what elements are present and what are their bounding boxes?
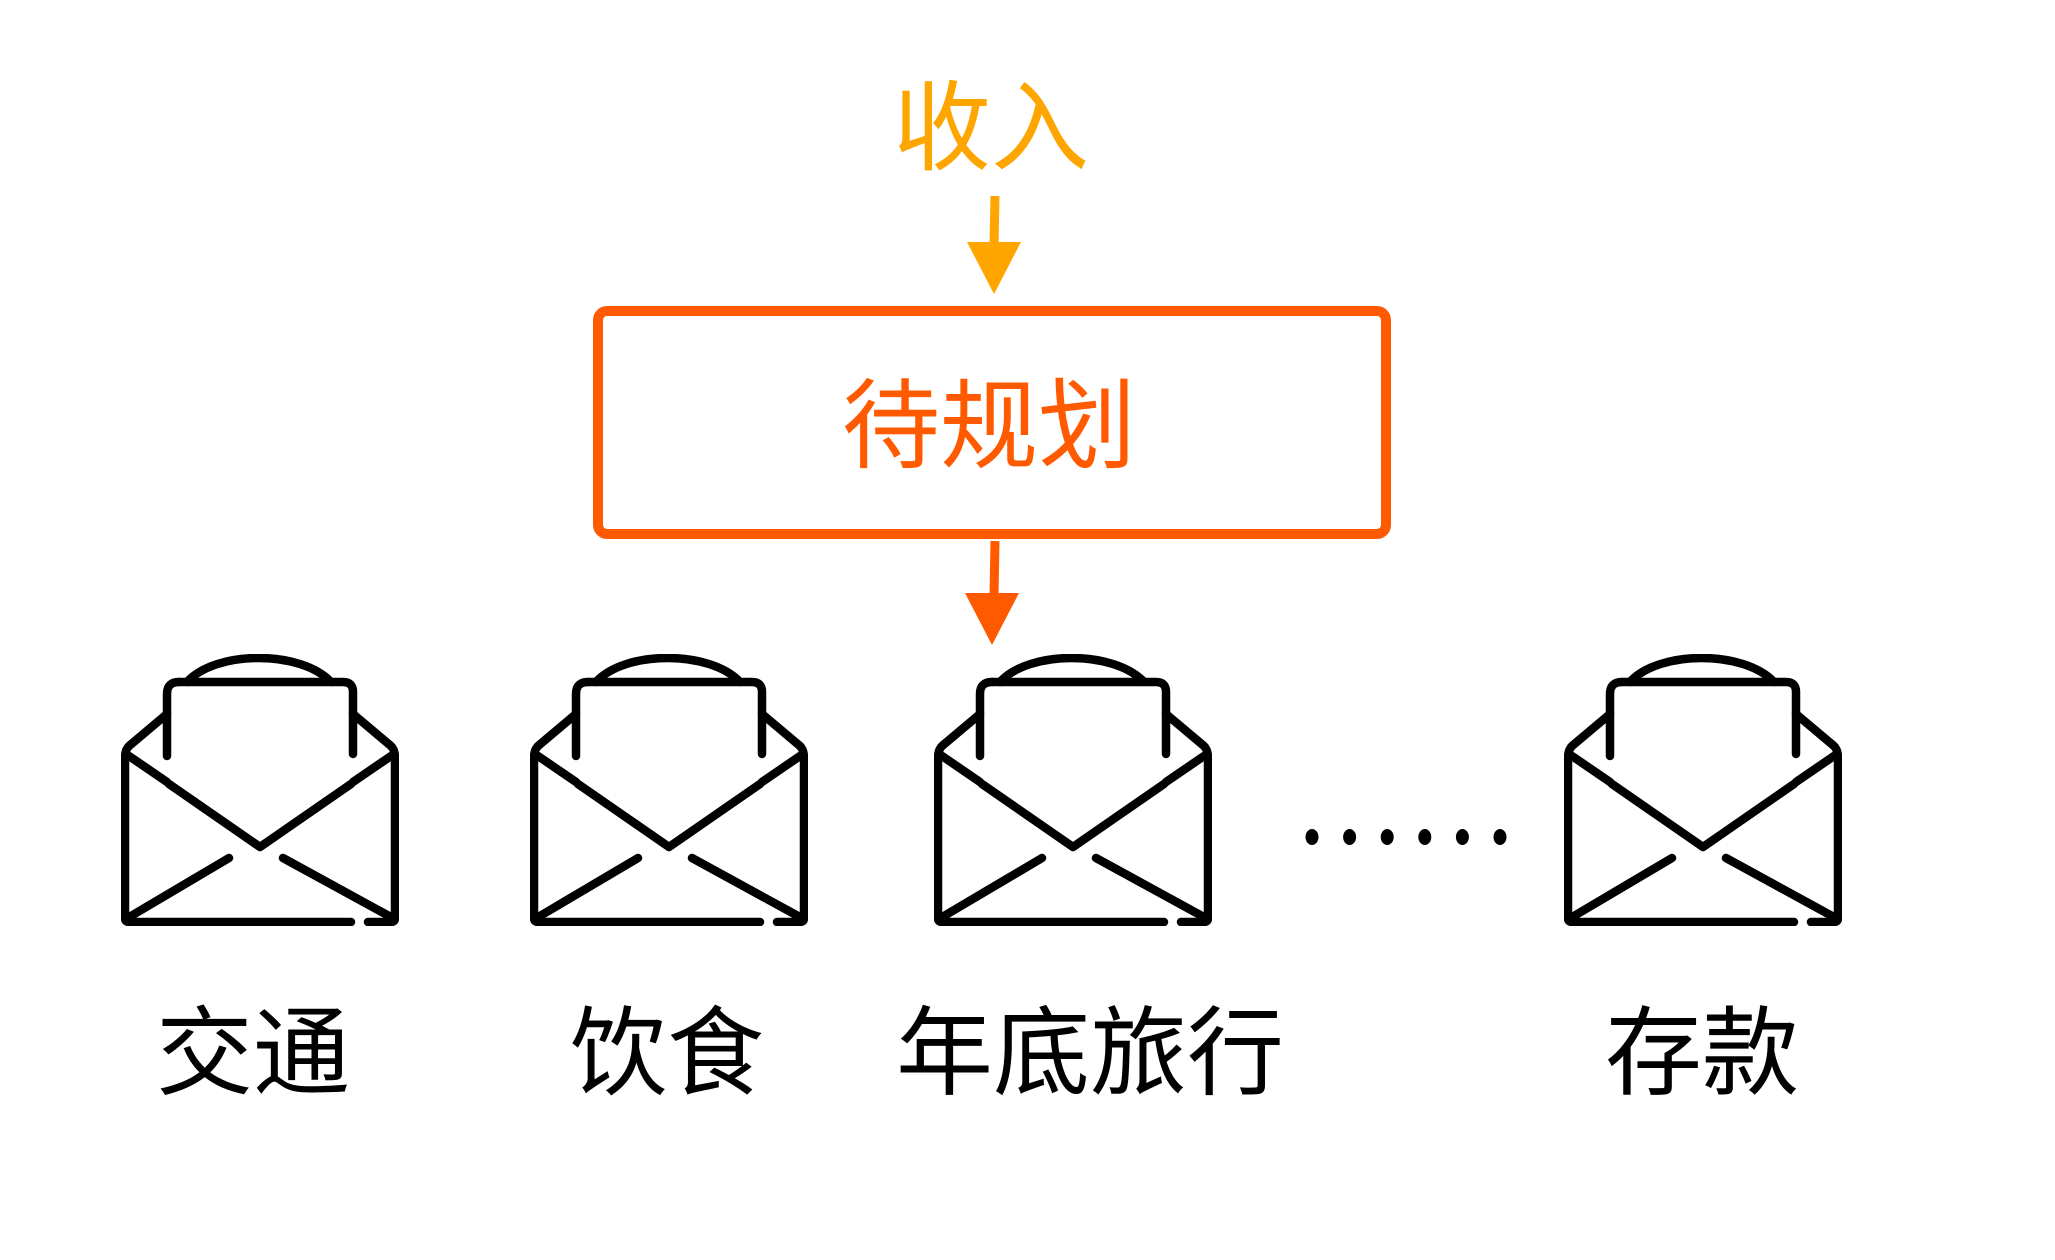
pending-planning-box bbox=[593, 306, 1391, 539]
ellipsis-dot bbox=[1455, 829, 1469, 845]
category-label-food: 饮食 bbox=[570, 997, 764, 1110]
envelope-open-icon bbox=[529, 653, 809, 927]
ellipsis-dot bbox=[1305, 829, 1319, 845]
envelope-open-icon bbox=[1563, 653, 1843, 927]
category-label-year-end-trip: 年底旅行 bbox=[896, 997, 1284, 1110]
income-label: 收入 bbox=[893, 72, 1090, 186]
ellipsis-dot bbox=[1418, 829, 1432, 845]
ellipsis-dots bbox=[1305, 829, 1507, 845]
income-arrow bbox=[967, 195, 1021, 294]
envelope-open-icon bbox=[120, 653, 400, 927]
pending-planning-label: 待规划 bbox=[842, 370, 1137, 484]
category-label-savings: 存款 bbox=[1605, 997, 1799, 1110]
ellipsis-dot bbox=[1380, 829, 1394, 845]
ellipsis-dot bbox=[1343, 829, 1357, 845]
pending-arrow bbox=[965, 540, 1019, 645]
envelope-open-icon bbox=[933, 653, 1213, 927]
category-label-transport: 交通 bbox=[156, 997, 350, 1110]
ellipsis-dot bbox=[1493, 829, 1507, 845]
